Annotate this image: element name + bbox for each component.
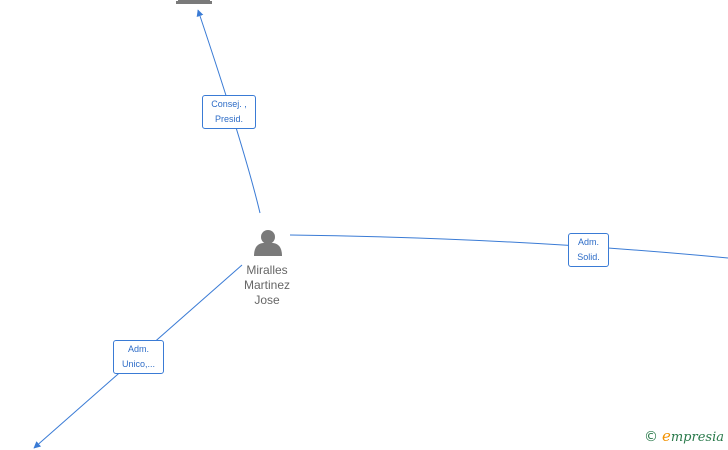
relation-text: Presid. [214,114,243,124]
copyright-icon: © [643,429,658,445]
relation-label-bottom-left[interactable]: Adm. Unico,... [113,340,164,374]
person-icon[interactable] [254,230,282,256]
building-icon[interactable] [176,0,212,4]
person-name-line: Jose [254,293,280,307]
edge-top [196,9,261,214]
relation-text: Adm. [577,237,599,247]
relation-label-top[interactable]: Consej. , Presid. [202,95,256,129]
relation-text: Unico,... [121,359,155,369]
edge-right [289,234,728,259]
person-name-line: Martinez [243,278,290,292]
brand-logo: ©empresia [644,427,724,445]
brand-name: mpresia [670,430,724,445]
brand-initial: e [661,427,671,445]
person-name[interactable]: Miralles Martinez Jose [222,263,312,308]
relation-text: Adm. [127,344,149,354]
relation-text: Consej. , [211,99,247,109]
relation-label-right[interactable]: Adm. Solid. [568,233,609,267]
person-name-line: Miralles [246,263,288,277]
relation-text: Solid. [577,252,600,262]
